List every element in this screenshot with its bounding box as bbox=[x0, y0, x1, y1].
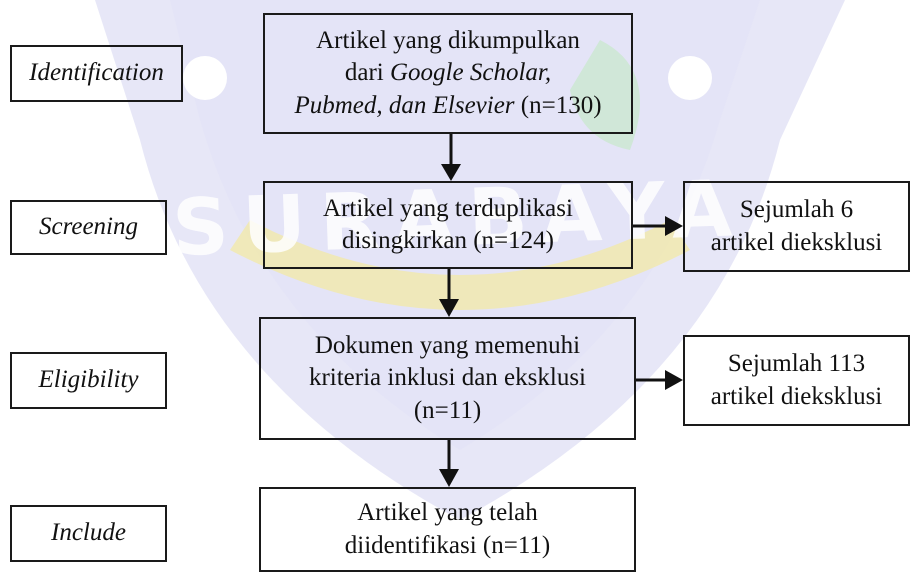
include-line2: diidentifikasi (n=11) bbox=[344, 531, 551, 559]
identification-line1: Artikel yang dikumpulkan bbox=[316, 26, 580, 54]
identification-box: Artikel yang dikumpulkan dari Google Sch… bbox=[263, 13, 633, 134]
eligibility-line1: Dokumen yang memenuhi bbox=[314, 331, 581, 359]
eligibility-line3: (n=11) bbox=[413, 396, 482, 424]
stage-identification-label: Identification bbox=[29, 59, 164, 87]
include-line1: Artikel yang telah bbox=[357, 499, 538, 526]
stage-eligibility-label: Eligibility bbox=[38, 366, 139, 394]
watermark-yellow-band bbox=[230, 220, 690, 310]
screening-excluded-line2: artikel dieksklusi bbox=[710, 228, 883, 256]
identification-line2: dari Google Scholar, bbox=[344, 59, 552, 87]
identification-line3: Pubmed, dan Elsevier (n=130) bbox=[294, 91, 602, 119]
stage-identification: Identification bbox=[10, 45, 183, 102]
stage-screening-label: Screening bbox=[38, 213, 139, 241]
eligibility-excluded-line2: artikel dieksklusi bbox=[710, 382, 883, 410]
watermark-dot-left bbox=[183, 56, 227, 100]
screening-line2: disingkirkan (n=124) bbox=[341, 227, 554, 254]
stage-eligibility: Eligibility bbox=[10, 352, 167, 409]
eligibility-excluded-line1: Sejumlah 113 bbox=[727, 350, 866, 377]
screening-excluded-line1: Sejumlah 6 bbox=[739, 196, 854, 223]
eligibility-excluded-box: Sejumlah 113 artikel dieksklusi bbox=[683, 335, 910, 426]
stage-include: Include bbox=[10, 505, 167, 562]
screening-line1: Artikel yang terduplikasi bbox=[323, 194, 573, 222]
screening-box: Artikel yang terduplikasi disingkirkan (… bbox=[263, 181, 633, 269]
eligibility-box: Dokumen yang memenuhi kriteria inklusi d… bbox=[259, 317, 636, 440]
stage-include-label: Include bbox=[51, 519, 126, 547]
watermark-green-leaf bbox=[570, 40, 640, 150]
watermark-dot-right bbox=[668, 56, 712, 100]
include-box: Artikel yang telah diidentifikasi (n=11) bbox=[259, 487, 636, 572]
eligibility-line2: kriteria inklusi dan eksklusi bbox=[308, 364, 587, 392]
stage-screening: Screening bbox=[10, 200, 167, 255]
screening-excluded-box: Sejumlah 6 artikel dieksklusi bbox=[683, 181, 910, 272]
